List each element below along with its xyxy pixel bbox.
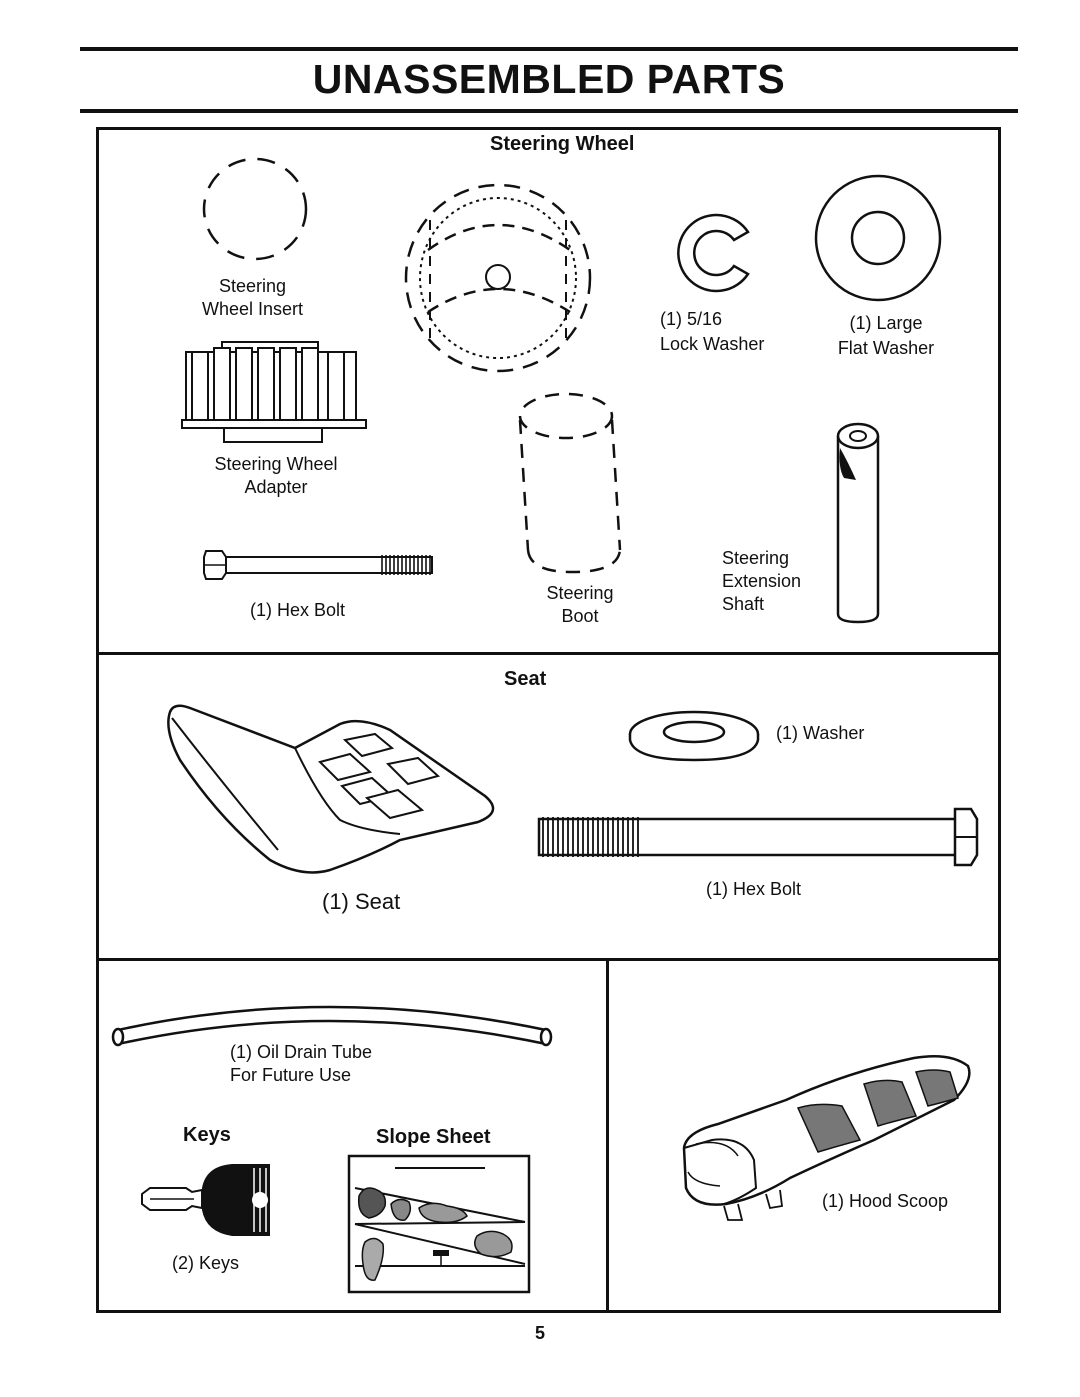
steering-extension-shaft-label: Steering Extension Shaft — [722, 548, 802, 614]
oil-drain-tube-illustration — [111, 1005, 553, 1047]
seat-hex-bolt-illustration — [537, 807, 979, 867]
oil-drain-tube-label: (1) Oil Drain Tube For Future Use — [230, 1042, 373, 1085]
slope-sheet-illustration — [347, 1154, 531, 1294]
steering-wheel-insert-illustration — [202, 157, 308, 261]
steering-wheel-insert-label: Steering Wheel Insert — [201, 276, 304, 319]
steering-extension-shaft-illustration — [836, 422, 880, 624]
steering-hex-bolt-label: (1) Hex Bolt — [250, 600, 346, 620]
flat-washer-label: (1) Large Flat Washer — [837, 313, 935, 358]
steering-boot-label: Steering Boot — [546, 583, 614, 626]
seat-illustration — [167, 704, 495, 874]
steering-boot-illustration — [518, 392, 622, 574]
seat-hex-bolt-label: (1) Hex Bolt — [706, 879, 802, 899]
steering-wheel-adapter-illustration — [181, 341, 367, 443]
seat-washer-label: (1) Washer — [776, 723, 865, 743]
flat-washer-illustration — [814, 174, 942, 302]
page-title: UNASSEMBLED PARTS — [312, 56, 786, 102]
hood-scoop-illustration — [682, 1055, 971, 1221]
seat-heading: Seat — [504, 668, 547, 690]
steering-hex-bolt-illustration — [203, 550, 433, 580]
hood-scoop-panel — [606, 958, 1001, 1313]
key-illustration — [141, 1164, 270, 1236]
lock-washer-label: (1) 5/16 Lock Washer — [660, 309, 765, 354]
title-underline-rule — [80, 109, 1018, 113]
top-rule — [80, 47, 1018, 51]
keys-heading: Keys — [183, 1124, 231, 1146]
seat-washer-illustration — [628, 710, 760, 762]
keys-label: (2) Keys — [172, 1253, 240, 1273]
lock-washer-illustration — [677, 213, 750, 293]
steering-wheel-adapter-label: Steering Wheel Adapter — [214, 454, 338, 497]
seat-label: (1) Seat — [322, 889, 401, 914]
slope-sheet-heading: Slope Sheet — [376, 1126, 491, 1148]
page-number: 5 — [534, 1323, 545, 1343]
hood-scoop-label: (1) Hood Scoop — [822, 1191, 949, 1211]
steering-wheel-illustration — [404, 183, 592, 373]
steering-wheel-heading: Steering Wheel — [490, 133, 635, 155]
